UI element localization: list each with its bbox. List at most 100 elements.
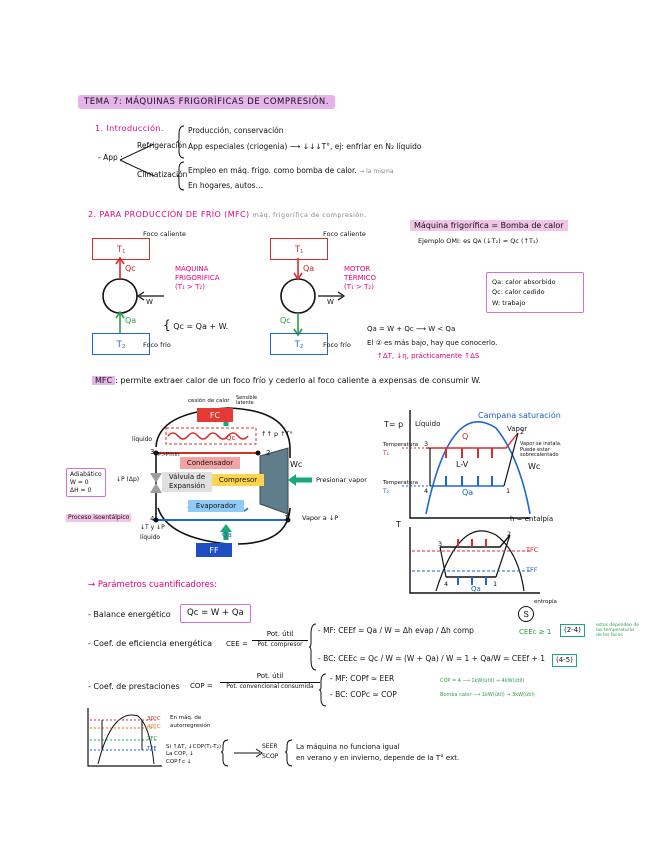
diag1-qc: Qc (125, 264, 136, 273)
cop-bc: - BC: COPc ≈ COP (330, 690, 397, 699)
ts-n2: 2 (507, 530, 512, 538)
seer-scop: SEER SCOP (262, 743, 279, 761)
cycle-liquido: líquido (132, 436, 153, 443)
sec2-heading: 2. PARA PRODUCCIÓN DE FRÍO (MFC) máq. fr… (88, 210, 367, 219)
ph-t1: T₁ (383, 450, 390, 457)
bottom-diagram (87, 708, 162, 767)
balance-label: - Balance energético (88, 610, 171, 619)
ts-entropia: entropía (534, 599, 557, 605)
diag2-name: MOTOR TÉRMICO (T₁ > T₂) (344, 265, 377, 291)
sensible-label: Sensible latente (236, 395, 258, 406)
adiabatico-box: Adiabático W = 0 ΔH = 0 (66, 468, 106, 498)
bottom-notes: En máq. de autorregresión (170, 715, 211, 729)
diag2-t2-box: T₂ (270, 333, 328, 355)
cycle-wc: Wc (290, 460, 303, 469)
ph-t2: T₂ (383, 488, 390, 495)
compresor-label: Compresor (212, 474, 264, 486)
ph-axis-y: T= p (384, 420, 404, 429)
cee-brace (308, 623, 317, 671)
diag2-foco-frio: Foco frío (323, 341, 351, 349)
mfc-definition: MFC: permite extraer calor de un foco fr… (92, 376, 481, 386)
cycle-tp: ↑↑ p ↑T° (261, 430, 293, 438)
ph-diagram (402, 410, 531, 519)
ph-lv: L-V (456, 460, 469, 469)
diag1-w: W (146, 298, 153, 306)
valvula-label: Válvula de Expansión (162, 472, 212, 492)
seer-brace (284, 739, 293, 767)
ts-diagram (409, 527, 540, 594)
cesion-label: cesión de calor (188, 398, 230, 404)
cee-note: CEEc ≥ 1 (519, 628, 552, 636)
cycle-n4: 4 (150, 515, 155, 523)
ph-liquido: Líquido (415, 420, 441, 428)
cycle-n2: 2 (266, 449, 271, 457)
ph-note: Vapor se instala. Puede estar sobrecalen… (520, 441, 562, 458)
cop-mf: - MF: COPf ≈ EER (330, 674, 395, 683)
diag2-qa: Qa (303, 264, 315, 273)
cop-note2: Bomba calor ⟶ 1kW(útil) → 3kW(útil) (440, 692, 535, 698)
refrig-line2: App especiales (criogenia) ⟶ ↓↓↓T°, ej: … (188, 142, 422, 151)
cop-brace (318, 673, 327, 707)
ph-n3: 3 (424, 440, 429, 448)
app-label: - App : (98, 153, 123, 162)
legend-box: Qa: calor absorbido Qc: calor cedido W: … (486, 272, 584, 314)
diag1-t2-box: T₂ (92, 333, 150, 355)
refrig-line1: Producción, conservación (188, 126, 284, 135)
diag2-t1-box: T₁ (270, 238, 328, 260)
app-branch-lines (119, 143, 155, 177)
balance-eq: Qc = W + Qa (180, 604, 251, 623)
ph-qa: Qa (462, 488, 474, 497)
ph-campana: Campana saturación (478, 411, 561, 420)
presionar-vapor: Presionar vapor (316, 476, 367, 484)
cycle-liquido2: líquido (140, 534, 161, 541)
ph-q: Q (462, 432, 469, 441)
diag1-foco-frio: Foco frío (143, 341, 171, 349)
range1: (2-4) (560, 624, 585, 637)
bottom-tfc: TFC (147, 736, 158, 742)
cee-label: - Coef. de eficiencia energética (88, 639, 213, 648)
bottom-40c: 40°C (147, 724, 161, 730)
bomba-example: Ejemplo OMI: es Qᴀ (↓T₂) ≈ Qc (↑T₁) (418, 237, 539, 245)
cop-lhs: COP = (190, 682, 213, 690)
cop-label: - Coef. de prestaciones (88, 682, 180, 691)
cycle-dp: ↓P (Δp) (116, 476, 140, 483)
ph-n2: 2 (520, 428, 525, 436)
page-title: TEMA 7: MÁQUINAS FRIGORÍFICAS DE COMPRES… (78, 95, 335, 109)
diag2-w: W (327, 298, 334, 306)
evaporador-label: Evaporador (188, 500, 244, 512)
cycle-n1: 1 (284, 514, 289, 522)
diag1-machine (102, 256, 164, 334)
diag2-qc: Qc (280, 316, 291, 325)
refrig-brace (176, 125, 185, 159)
clima-brace (176, 161, 185, 191)
cycle-tp-low: ↓T y ↓P (140, 524, 165, 531)
bottom-statement: La máquina no funciona igual en verano y… (296, 743, 460, 763)
ts-qa: Qa (471, 585, 481, 593)
ph-temp1: Temperatura (383, 442, 418, 448)
diag2-machine (280, 258, 346, 337)
bottom-arrows (220, 739, 263, 767)
params-heading: → Parámetros cuantificadores: (88, 580, 217, 590)
diag1-eq: { Qc = Qa + W. (163, 318, 229, 332)
diag2-eqs: Qa = W + Qc ⟶ W < Qa El ② es más bajo, h… (367, 325, 498, 360)
ph-axis-x: h = entalpía (510, 515, 554, 523)
bottom-tff: TFF (147, 746, 157, 752)
proceso-isoentalpico: Proceso isoentálpico (66, 514, 132, 522)
ts-tff: TFF (526, 566, 538, 574)
bottom-30c: 30°C (147, 716, 161, 722)
bomba-title: Máquina frigorífica = Bomba de calor (410, 220, 568, 231)
diag2-foco-caliente: Foco caliente (323, 230, 366, 238)
ph-wc: Wc (528, 462, 541, 471)
diag1-qa: Qa (125, 316, 137, 325)
cee-mf: - MF: CEEf = Qa / W = Δh evap / Δh comp (318, 626, 474, 635)
range-note: estos dependen de las temperaturas de lo… (596, 623, 640, 638)
cycle-qa: Qa (222, 531, 232, 539)
ts-axis-y: T (396, 520, 401, 529)
cycle-pmin1: P>Pmin (158, 452, 180, 458)
clima-label: Climatización (137, 170, 188, 179)
diag1-name: MÁQUINA FRIGORÍFICA (T₁ > T₂) (175, 265, 220, 291)
cee-lhs: CEE = (226, 640, 248, 648)
bottom-notes2: Si ↑ΔT, ↓COP(T₁-T₂) La COP, ↓ COP↑c ↓ (166, 744, 221, 765)
ph-n4: 4 (424, 487, 429, 495)
condensador-label: Condensador (180, 457, 240, 469)
